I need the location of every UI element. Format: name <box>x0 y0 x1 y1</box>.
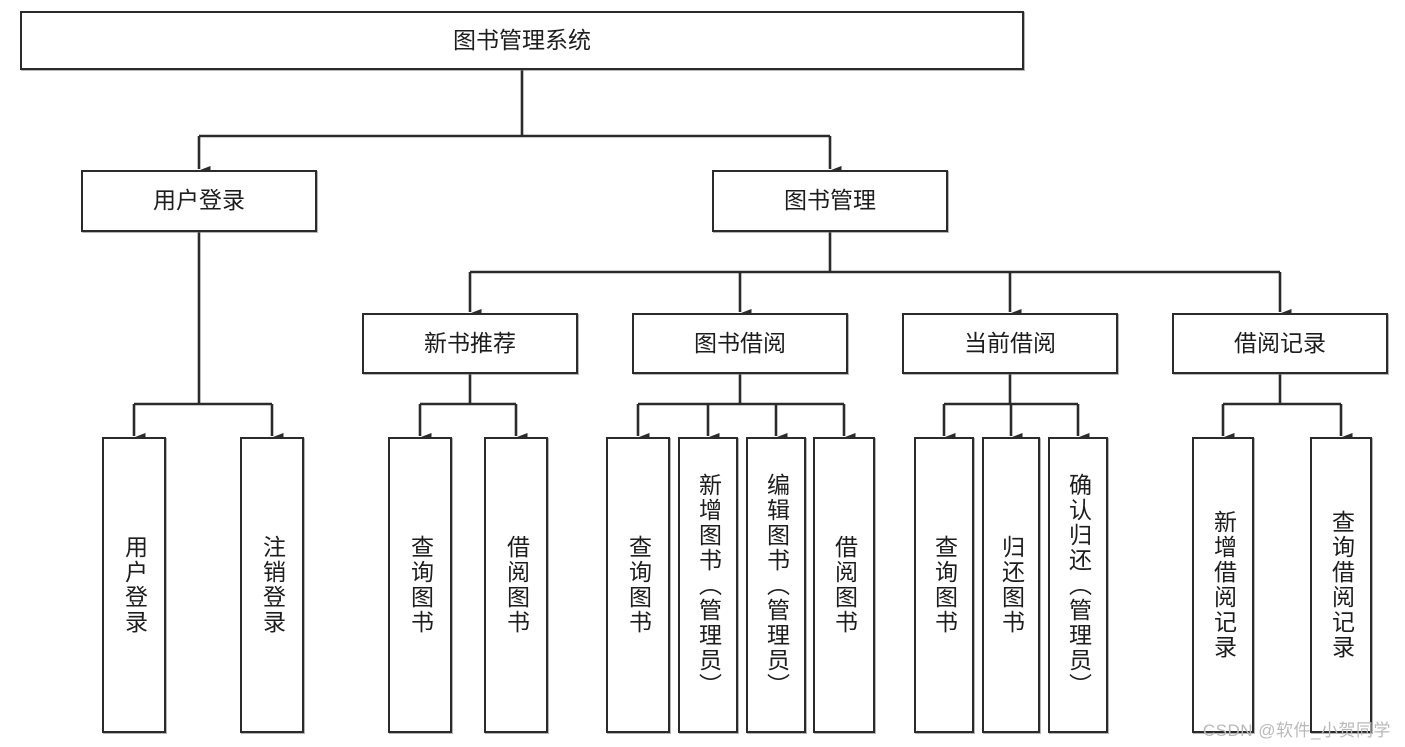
node-leaf-bor-2[interactable]: 新增图书（管理员） <box>678 437 738 733</box>
node-label: 新增图书（管理员） <box>695 472 722 698</box>
node-label: 查询图书 <box>931 535 958 635</box>
node-label: 查询借阅记录 <box>1328 510 1355 660</box>
node-label: 借阅图书 <box>831 535 858 635</box>
node-leaf-login-2[interactable]: 注销登录 <box>240 437 304 733</box>
node-leaf-bor-3[interactable]: 编辑图书（管理员） <box>746 437 806 733</box>
node-label: 用户登录 <box>121 535 148 635</box>
node-label: 确认归还（管理员） <box>1065 472 1092 698</box>
node-leaf-cur-2[interactable]: 归还图书 <box>982 437 1040 733</box>
node-leaf-login-1[interactable]: 用户登录 <box>102 437 166 733</box>
node-bookmgmt[interactable]: 图书管理 <box>712 170 948 232</box>
node-label: 借阅记录 <box>1234 329 1326 356</box>
node-leaf-cur-1[interactable]: 查询图书 <box>914 437 974 733</box>
node-label: 用户登录 <box>153 187 245 214</box>
node-label: 图书管理系统 <box>453 26 591 53</box>
node-newbook[interactable]: 新书推荐 <box>362 313 578 374</box>
node-label: 借阅图书 <box>503 535 530 635</box>
node-label: 图书借阅 <box>694 329 786 356</box>
node-login[interactable]: 用户登录 <box>81 170 317 232</box>
node-label: 注销登录 <box>259 535 286 635</box>
edge-group <box>122 70 1353 452</box>
node-label: 当前借阅 <box>964 329 1056 356</box>
node-leaf-rec-2[interactable]: 查询借阅记录 <box>1310 437 1372 733</box>
node-label: 查询图书 <box>407 535 434 635</box>
node-label: 图书管理 <box>784 187 876 214</box>
node-leaf-bor-1[interactable]: 查询图书 <box>606 437 670 733</box>
node-leaf-cur-3[interactable]: 确认归还（管理员） <box>1048 437 1108 733</box>
node-label: 编辑图书（管理员） <box>763 472 790 698</box>
node-current[interactable]: 当前借阅 <box>902 313 1118 374</box>
node-label: 查询图书 <box>625 535 652 635</box>
node-label: 新增借阅记录 <box>1210 510 1237 660</box>
node-leaf-rec-1[interactable]: 新增借阅记录 <box>1192 437 1254 733</box>
node-root[interactable]: 图书管理系统 <box>20 11 1024 70</box>
node-leaf-bor-4[interactable]: 借阅图书 <box>813 437 875 733</box>
node-borrow[interactable]: 图书借阅 <box>632 313 848 374</box>
node-label: 归还图书 <box>998 535 1025 635</box>
node-records[interactable]: 借阅记录 <box>1172 313 1388 374</box>
node-leaf-new-2[interactable]: 借阅图书 <box>484 437 548 733</box>
node-label: 新书推荐 <box>424 329 516 356</box>
node-leaf-new-1[interactable]: 查询图书 <box>388 437 452 733</box>
